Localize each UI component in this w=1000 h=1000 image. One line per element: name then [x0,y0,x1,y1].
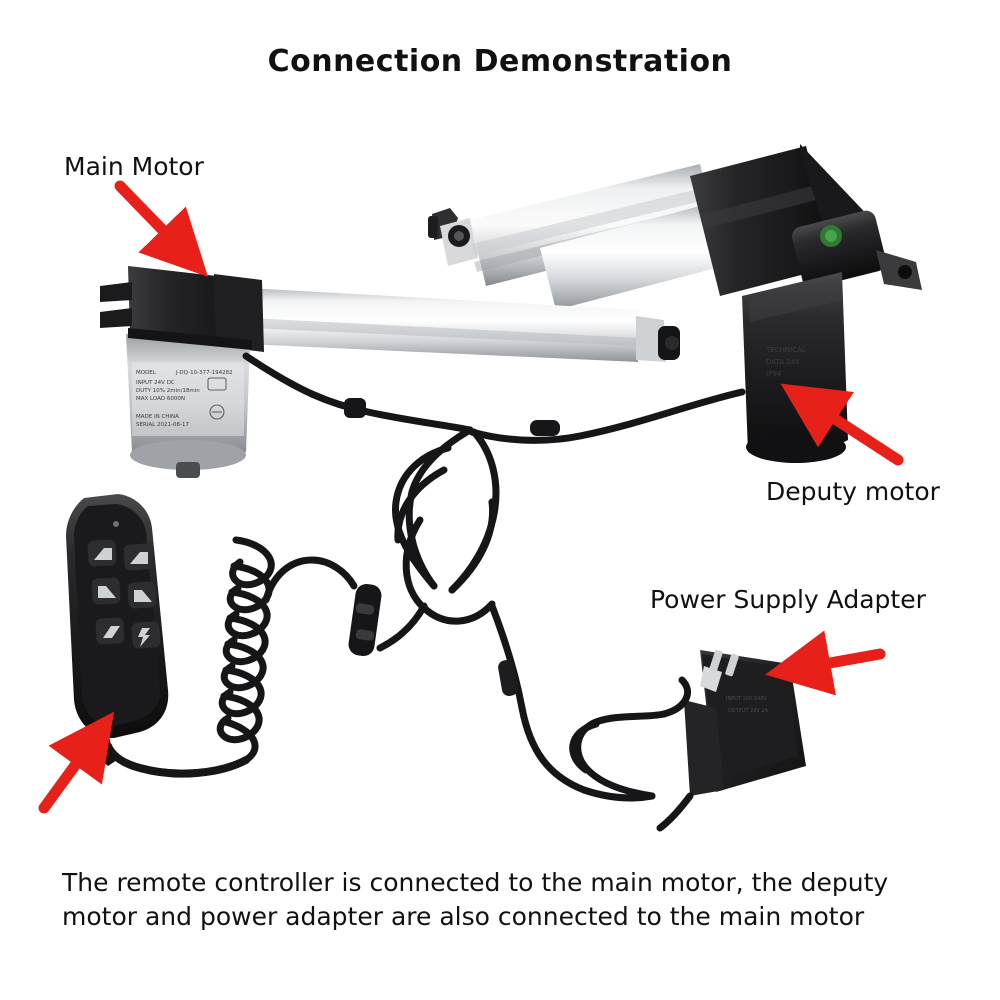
remote-button-seat-down[interactable] [123,543,153,571]
remote-button-memory[interactable] [95,617,125,645]
caption-text: The remote controller is connected to th… [62,868,889,931]
remote-button-seat-up[interactable] [87,539,117,567]
svg-text:DATA 24V: DATA 24V [766,358,800,366]
cable-junction-splitter [348,583,382,657]
svg-text:SERIAL 2021-08-17: SERIAL 2021-08-17 [136,422,189,428]
power-supply-adapter: INPUT 100-240V OUTPUT 29V 2A [569,649,806,832]
arrow-to-main-motor [114,180,209,277]
arrow-to-deputy-motor [780,383,904,466]
svg-text:IP54: IP54 [766,370,782,378]
main-motor-actuator: MODEL J-DQ-10-377-194282 INPUT 24V DC DU… [100,266,680,478]
svg-text:INPUT 100-240V: INPUT 100-240V [726,696,767,702]
arrow-to-remote-controller [38,711,114,814]
arrow-to-power-adapter [765,630,886,696]
label-deputy-motor: Deputy motor [766,477,940,506]
svg-text:TECHNICAL: TECHNICAL [765,346,806,354]
svg-text:MADE IN CHINA: MADE IN CHINA [136,414,179,420]
svg-text:MODEL: MODEL [136,370,157,376]
svg-text:DUTY 10% 2min/18min: DUTY 10% 2min/18min [136,388,200,394]
remote-button-back-up[interactable] [91,577,121,605]
deputy-motor-actuator: TECHNICAL DATA 24V IP54 [428,144,922,463]
remote-button-flat[interactable] [131,621,161,649]
label-main-motor: Main Motor [64,152,204,181]
page-title: Connection Demonstration [267,44,733,79]
svg-text:J-DQ-10-377-194282: J-DQ-10-377-194282 [175,370,233,376]
svg-text:OUTPUT 29V 2A: OUTPUT 29V 2A [728,708,769,714]
svg-text:MAX LOAD 6000N: MAX LOAD 6000N [136,396,185,402]
label-power-supply-adapter: Power Supply Adapter [650,585,926,614]
callout-arrows [38,180,904,814]
remote-button-back-down[interactable] [127,581,157,609]
svg-text:INPUT 24V DC: INPUT 24V DC [136,380,175,386]
hand-remote-controller [66,494,169,766]
